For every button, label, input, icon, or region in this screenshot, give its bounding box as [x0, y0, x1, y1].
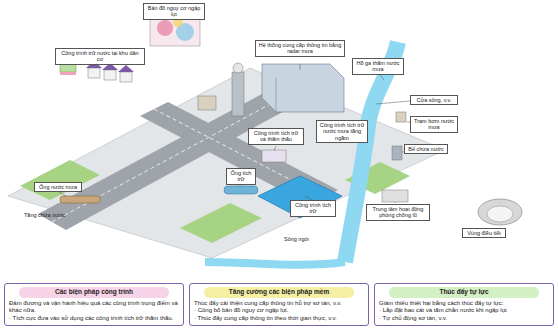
- panel-heading: Tăng cường các biện pháp mềm: [204, 287, 354, 297]
- node-text: Bể chứa nước: [407, 146, 445, 152]
- node-text: Công trình tích trữ: [293, 202, 333, 215]
- node-text: Công trình trữ nước tại khu dân cư: [58, 50, 142, 63]
- node-text: · Tích cực đưa vào sử dụng các công trìn…: [9, 315, 179, 323]
- measure-panel: Các biện pháp công trìnhĐảm đương và vận…: [4, 283, 184, 326]
- node-text: Vùng điều tiết: [465, 230, 503, 236]
- node-text: Hệ thống cung cấp thông tin bằng radar m…: [258, 42, 342, 55]
- road-marking: [52, 101, 276, 222]
- measure-panel: Tăng cường các biện pháp mềmThúc đẩy cải…: [189, 283, 369, 326]
- callout-box: Bể chứa nước: [404, 144, 448, 154]
- node-text: Trạm bơm nước mưa: [413, 118, 455, 131]
- callout-box: Trung tâm hoạt động phòng chống lũ: [366, 204, 430, 221]
- tunnel: [478, 199, 522, 225]
- panel-heading: Thúc đẩy tự lực: [389, 287, 539, 297]
- office-building: [262, 64, 344, 112]
- grass: [180, 203, 262, 243]
- node-text: Bản đồ nguy cơ ngập lụt: [146, 5, 202, 18]
- node-text: Công trình tích trữ và thấm thấu: [251, 130, 301, 143]
- callout-box: Trạm bơm nước mưa: [410, 116, 458, 133]
- measure-panel: Thúc đẩy tự lựcGiảm thiểu thiệt hại bằng…: [374, 283, 554, 326]
- callout-box: Hệ thống cung cấp thông tin bằng radar m…: [255, 40, 345, 57]
- node-text: · Thúc đẩy cung cấp thông tin theo thời …: [194, 315, 364, 323]
- callout-box: Ống nước mưa: [34, 182, 82, 192]
- callout-box: Công trình tích trữ nước mưa tầng ngầm: [316, 120, 368, 143]
- node-text: Công trình tích trữ nước mưa tầng ngầm: [319, 122, 365, 141]
- leader-lines: [59, 58, 410, 203]
- storage-pipe: [224, 186, 258, 194]
- node-text: Ống tích trữ: [229, 170, 253, 183]
- callout-box: Công trình trữ nước tại khu dân cư: [55, 48, 145, 65]
- node-text: Giảm thiểu thiệt hại bằng cách thúc đẩy …: [379, 300, 549, 308]
- callout-box: Ống tích trữ: [226, 168, 256, 185]
- callout-box: Bản đồ nguy cơ ngập lụt: [143, 3, 205, 20]
- radar-tower: [232, 72, 244, 116]
- callout-box: Công trình tích trữ và thấm thấu: [248, 128, 304, 145]
- rain-pipe: [60, 196, 100, 203]
- node-text: Trung tâm hoạt động phòng chống lũ: [369, 206, 427, 219]
- river: [345, 42, 398, 262]
- place-label: Tầng chứa nước: [24, 212, 65, 218]
- water-tank: [392, 146, 402, 160]
- callout-box: Vùng điều tiết: [462, 228, 506, 238]
- building: [262, 150, 286, 162]
- river: [205, 262, 345, 265]
- callout-box: Công trình tích trữ: [290, 200, 336, 217]
- callout-box: Hồ ga thấm nước mưa: [352, 58, 404, 75]
- callout-box: Cửa sông, v.v.: [410, 95, 458, 105]
- node-text: · Lắp đặt bao cát và tấm chắn nước khi n…: [379, 307, 549, 315]
- building: [198, 96, 216, 110]
- pump-station: [396, 112, 406, 122]
- place-label: Sông ngòi: [284, 236, 309, 242]
- center-building: [382, 190, 408, 202]
- node-text: Ống nước mưa: [37, 184, 79, 190]
- node-text: Thúc đẩy cải thiện cung cấp thông tin hỗ…: [194, 300, 364, 308]
- storage-pond: [258, 176, 342, 218]
- panel-heading: Các biện pháp công trình: [19, 287, 169, 297]
- node-text: Hồ ga thấm nước mưa: [355, 60, 401, 73]
- node-text: · Công bố bản đồ nguy cơ ngập lụt.: [194, 307, 364, 315]
- node-text: Đảm đương và vận hành hiệu quả các công …: [9, 300, 179, 315]
- node-text: · Tự chủ động sơ tán, v.v.: [379, 315, 549, 323]
- node-text: Cửa sông, v.v.: [413, 97, 455, 103]
